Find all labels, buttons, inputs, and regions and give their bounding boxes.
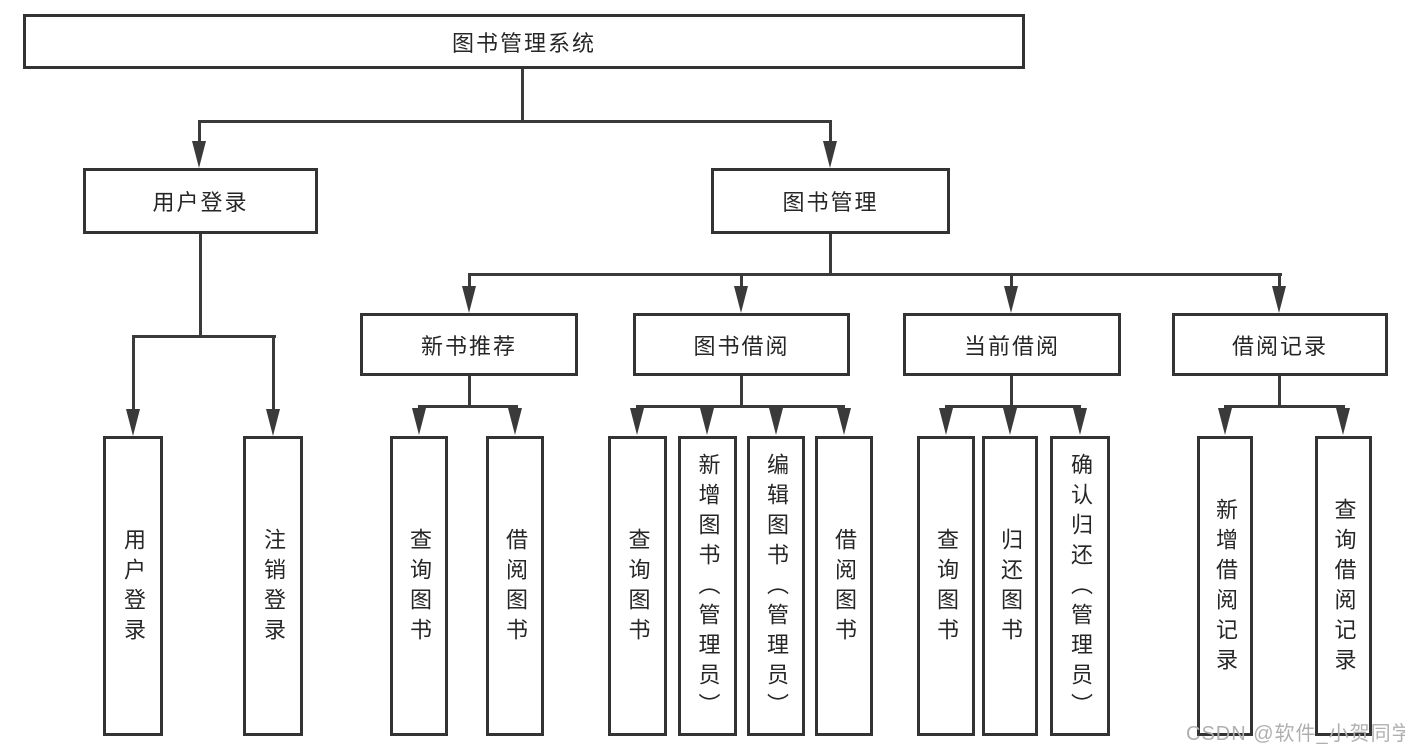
connector-borrowing-stub — [740, 376, 743, 407]
connector-records-stub — [1278, 376, 1281, 407]
arrow-records-add — [1218, 408, 1232, 435]
node-book-management: 图书管理 — [711, 168, 950, 234]
arrow-current-confirm — [1073, 408, 1087, 435]
connector-borrowing-bar — [636, 405, 845, 408]
connector-current-stub — [1010, 376, 1013, 407]
node-leaf-query-borrow-record: 查询借阅记录 — [1315, 436, 1372, 736]
arrow-current-query — [939, 408, 953, 435]
node-leaf-borrow-book: 借阅图书 — [815, 436, 873, 736]
connector-drop-current — [1010, 273, 1013, 289]
node-leaf-confirm-return-admin: 确认归还（管理员） — [1050, 436, 1110, 736]
connector-drop-book-management — [829, 120, 832, 144]
arrow-records — [1272, 286, 1286, 313]
node-borrowing-records: 借阅记录 — [1172, 313, 1388, 376]
connector-recommend-stub — [468, 376, 471, 407]
connector-drop-records — [1278, 273, 1281, 289]
connector-drop-recommend — [468, 273, 471, 289]
arrow-current-return — [1003, 408, 1017, 435]
arrow-recommend — [462, 286, 476, 313]
connector-drop-user-login — [198, 120, 201, 144]
connector-drop-borrowing — [740, 273, 743, 289]
arrow-borrowing-add — [700, 408, 714, 435]
node-leaf-add-borrow-record: 新增借阅记录 — [1197, 436, 1253, 736]
node-leaf-return-book: 归还图书 — [982, 436, 1038, 736]
connector-user-login-bar — [132, 335, 276, 338]
node-new-book-recommend: 新书推荐 — [360, 313, 578, 376]
node-book-borrowing: 图书借阅 — [633, 313, 850, 376]
arrow-borrowing — [734, 286, 748, 313]
node-leaf-recommend-query-book: 查询图书 — [390, 436, 448, 736]
node-current-borrowing: 当前借阅 — [903, 313, 1121, 376]
node-leaf-edit-book-admin: 编辑图书（管理员） — [747, 436, 805, 736]
arrow-login-leaf — [126, 409, 140, 436]
connector-drop-logout-leaf — [272, 335, 275, 411]
connector-root-stub — [521, 69, 524, 120]
connector-recommend-bar — [418, 405, 518, 408]
node-library-management-system: 图书管理系统 — [23, 14, 1025, 69]
arrow-borrowing-query — [630, 408, 644, 435]
node-leaf-borrowing-query-book: 查询图书 — [608, 436, 667, 736]
node-leaf-recommend-borrow-book: 借阅图书 — [486, 436, 544, 736]
arrow-book-management — [823, 141, 837, 168]
arrow-borrowing-borrow — [837, 408, 851, 435]
connector-level1 — [198, 120, 832, 123]
arrow-logout-leaf — [266, 409, 280, 436]
node-leaf-user-login: 用户登录 — [103, 436, 163, 736]
node-leaf-logout: 注销登录 — [243, 436, 303, 736]
connector-level2-bar — [468, 273, 1282, 276]
arrow-recommend-borrow — [508, 408, 522, 435]
arrow-user-login — [192, 141, 206, 168]
arrow-records-query — [1336, 408, 1350, 435]
connector-records-bar — [1224, 405, 1345, 408]
connector-book-management-stub — [829, 234, 832, 273]
arrow-current — [1004, 286, 1018, 313]
connector-user-login-stub — [199, 234, 202, 335]
arrow-borrowing-edit — [769, 408, 783, 435]
csdn-watermark: CSDN @软件_小贺同学 — [1186, 723, 1405, 745]
node-user-login: 用户登录 — [83, 168, 318, 234]
arrow-recommend-query — [412, 408, 426, 435]
connector-drop-login-leaf — [132, 335, 135, 411]
node-leaf-current-query-book: 查询图书 — [917, 436, 975, 736]
node-leaf-add-book-admin: 新增图书（管理员） — [678, 436, 737, 736]
connector-current-bar — [945, 405, 1081, 408]
